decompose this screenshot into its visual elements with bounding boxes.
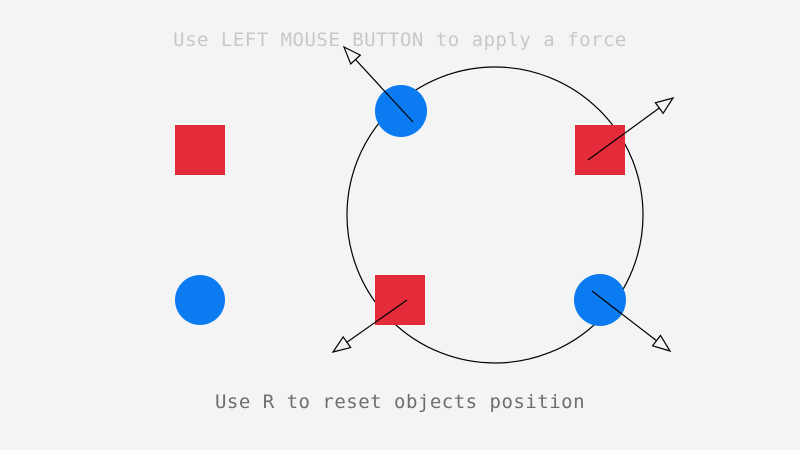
force-vector-arrowhead: [651, 334, 672, 353]
force-vector-arrowhead: [331, 335, 352, 353]
body-circle-bottom-right[interactable]: [574, 274, 626, 326]
force-vector-arrowhead: [342, 45, 362, 65]
force-vector-circle-bottom-right: [591, 290, 672, 353]
body-square-left[interactable]: [175, 125, 225, 175]
constraint-circle-outline: [346, 66, 644, 364]
body-square-top-right[interactable]: [575, 125, 625, 175]
force-vector-square-top-right: [587, 97, 675, 161]
force-vector-circle-top: [342, 45, 414, 123]
body-circle-left[interactable]: [175, 275, 225, 325]
body-circle-top[interactable]: [375, 85, 427, 137]
force-vector-square-bottom-center: [331, 299, 408, 353]
hint-text-reset-objects: Use R to reset objects position: [214, 391, 586, 413]
force-vector-arrowhead: [654, 97, 675, 115]
hint-text-apply-force: Use LEFT MOUSE BUTTON to apply a force: [173, 29, 627, 51]
